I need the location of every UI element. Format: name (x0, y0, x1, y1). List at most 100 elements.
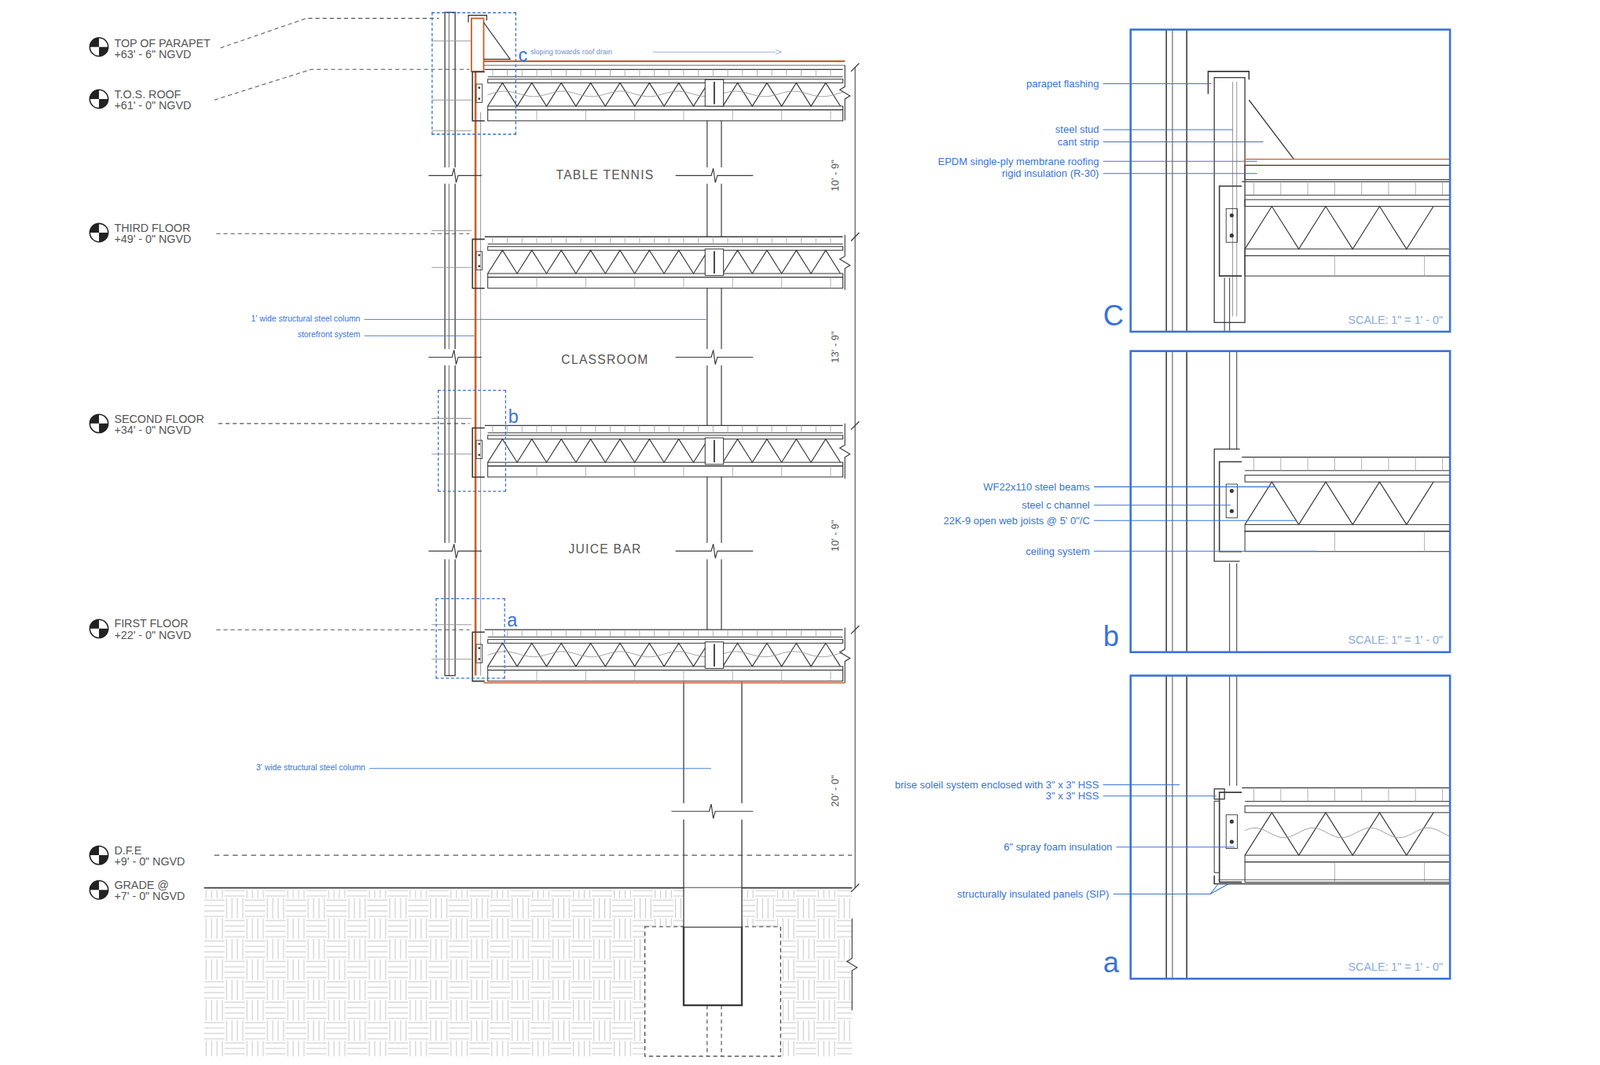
ceiling-tile-joint (829, 110, 831, 122)
joist-top-chord (1244, 805, 1450, 813)
joist-bottom-chord (1244, 855, 1450, 863)
column-in-slab (704, 249, 723, 276)
connection-plate (1225, 484, 1237, 518)
deck-rib (682, 425, 684, 433)
break-symbol (428, 543, 482, 558)
parapet-flashing (468, 14, 487, 23)
ceiling-tile-joint (829, 466, 831, 478)
deck-rib (624, 236, 626, 244)
deck-rib (1253, 787, 1255, 801)
ceiling-system (1244, 531, 1450, 552)
level-name: THIRD FLOOR (113, 221, 191, 235)
joist-top-chord (488, 639, 844, 644)
bolt (1229, 839, 1234, 844)
detail-letter: a (506, 611, 518, 630)
deck-rib (668, 236, 670, 244)
deck-rib (609, 236, 611, 244)
brise-soleil (1171, 675, 1173, 980)
detail-panel: aSCALE: 1" = 1' - 0" (1129, 674, 1451, 980)
ceiling-tile-joint (1423, 862, 1425, 883)
marker-quadrant (99, 889, 109, 900)
deck-rib (697, 236, 699, 244)
bolt (1229, 233, 1234, 238)
ceiling-tile-joint (1423, 255, 1425, 276)
metal-deck (488, 432, 844, 434)
column-web (713, 440, 716, 463)
break-symbol (840, 234, 851, 290)
bolt (477, 253, 481, 257)
parapet-flashing (1207, 71, 1249, 95)
deck-rib (800, 236, 802, 244)
marker-quadrant (99, 232, 109, 243)
dimension-tick (851, 883, 859, 892)
metal-deck (484, 425, 844, 426)
joist-bottom-chord (488, 666, 844, 671)
joist-bottom-chord (488, 106, 844, 111)
ceiling-tile-joint (829, 277, 831, 289)
deck-rib (727, 69, 729, 77)
ceiling-tile-joint (732, 466, 734, 478)
connection-plate (476, 440, 483, 459)
metal-deck (1241, 180, 1450, 182)
column-section (704, 249, 723, 276)
storefront-mullion (1224, 277, 1226, 332)
hss-tie (431, 99, 472, 101)
spray-foam-insulation (488, 651, 844, 657)
ceiling-tile-joint (829, 670, 831, 682)
leader-line (1103, 161, 1258, 162)
ceiling-tile-joint (585, 466, 587, 478)
bolt (1229, 212, 1234, 217)
deck-rib (741, 629, 743, 637)
ceiling-tile-joint (585, 110, 587, 122)
level-name: TOP OF PARAPET (113, 36, 210, 50)
level-name: GRADE @ (113, 878, 169, 892)
room-name: CLASSROOM (561, 353, 649, 367)
deck-rib (800, 69, 802, 77)
deck-rib (535, 236, 537, 244)
column-in-slab (704, 437, 723, 465)
ceiling-tile-joint (1334, 531, 1336, 552)
storefront-mullion (1229, 351, 1230, 450)
pile-cap (683, 926, 742, 1006)
storefront-mullion (1229, 675, 1230, 786)
marker-quadrant (89, 89, 100, 100)
deck-rib (550, 236, 552, 244)
joist-bottom-chord (488, 273, 844, 278)
ceiling-tile-joint (535, 466, 537, 478)
ceiling-system (488, 670, 844, 682)
deck-rib (756, 629, 758, 637)
rigid-insulation (1244, 165, 1450, 180)
deck-rib (697, 69, 699, 77)
break-symbol (675, 168, 754, 183)
detail-letter: c (518, 45, 529, 64)
deck-rib (1387, 181, 1389, 195)
dimension-tick (851, 63, 859, 72)
deck-rib (550, 69, 552, 77)
deck-rib (712, 69, 714, 77)
brise-soleil (448, 12, 450, 676)
scale-note: SCALE: 1" = 1' - 0" (1348, 634, 1443, 646)
dimension-text: 20' - 0" (829, 774, 841, 807)
deck-rib (638, 69, 640, 77)
level-marker (89, 619, 108, 638)
leader-line (1103, 172, 1258, 174)
callout-label: cant strip (1057, 135, 1100, 147)
metal-deck (484, 236, 844, 238)
metal-deck (488, 76, 844, 78)
metal-deck (1241, 787, 1450, 789)
marker-quadrant (89, 880, 100, 891)
deck-rib (638, 425, 640, 433)
deck-rib (506, 69, 508, 77)
ceiling-tile-joint (781, 277, 782, 289)
brise-soleil (1171, 29, 1173, 332)
roof-membrane (483, 60, 845, 63)
hss-tie (431, 130, 472, 132)
steel-c-channel (472, 71, 485, 121)
level-marker (89, 37, 108, 56)
break-symbol (675, 349, 754, 364)
deck-rib (771, 629, 773, 637)
connection-plate (1225, 208, 1237, 243)
leader-line (1103, 83, 1212, 85)
connection-plate (476, 251, 483, 270)
deck-rib (1387, 457, 1389, 471)
